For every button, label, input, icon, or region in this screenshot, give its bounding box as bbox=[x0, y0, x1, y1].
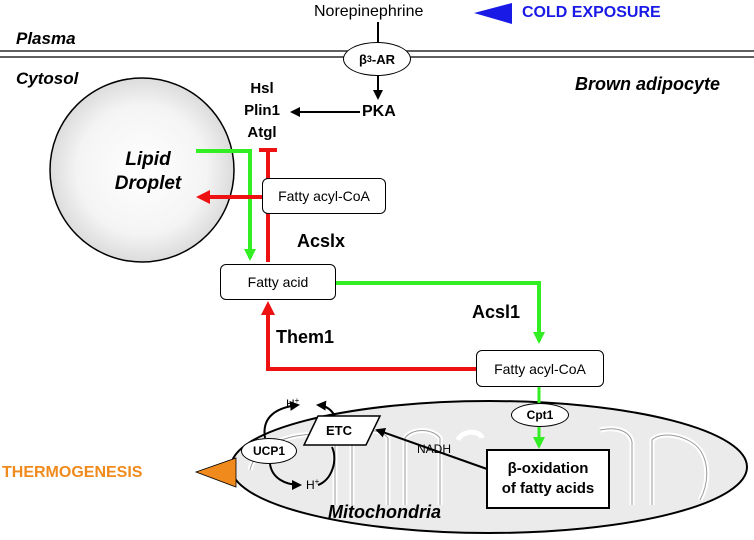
them1-label: Them1 bbox=[276, 327, 335, 347]
lipase-plin1: Plin1 bbox=[244, 102, 280, 119]
proton-top-charge: + bbox=[294, 396, 300, 405]
fatty-acid-box: Fatty acid bbox=[220, 264, 336, 300]
lipase-hsl: Hsl bbox=[250, 80, 274, 97]
beta-oxidation-line-1: β-oxidation bbox=[507, 460, 589, 477]
lipid-droplet-label: Lipid Droplet bbox=[108, 148, 188, 196]
pka-label: PKA bbox=[362, 103, 396, 120]
lipid-droplet-line-2: Droplet bbox=[114, 173, 182, 194]
etc-shape bbox=[302, 415, 382, 446]
acslx-label: Acslx bbox=[297, 231, 346, 251]
plasma-label: Plasma bbox=[16, 29, 76, 48]
ucp1-oval: UCP1 bbox=[241, 438, 297, 464]
proton-return-arrow bbox=[269, 463, 302, 490]
proton-bottom-symbol: H bbox=[306, 478, 315, 492]
beta-oxidation-line-2: of fatty acids bbox=[501, 480, 595, 497]
etc-label: ETC bbox=[326, 423, 352, 438]
thermogenesis-label: THERMOGENESIS bbox=[2, 464, 143, 481]
fatty-acyl-coa-right-box: Fatty acyl-CoA bbox=[476, 350, 604, 387]
acsl1-arrow bbox=[336, 281, 545, 344]
cytosol-label: Cytosol bbox=[16, 69, 79, 88]
proton-out-arrow bbox=[263, 400, 300, 439]
etc-to-h-arrow bbox=[317, 446, 336, 486]
beta-oxidation-box: β-oxidation of fatty acids bbox=[486, 449, 610, 509]
cold-exposure-triangle bbox=[474, 3, 512, 24]
nadh-arrow bbox=[375, 427, 488, 470]
receptor-base: β bbox=[358, 51, 367, 67]
mitochondria-label: Mitochondria bbox=[328, 502, 441, 522]
acsl1-label: Acsl1 bbox=[472, 302, 521, 322]
receptor-subscript: 3 bbox=[366, 54, 372, 64]
fatty-acyl-coa-top-box: Fatty acyl-CoA bbox=[262, 178, 386, 214]
proton-top-label: H+ bbox=[286, 396, 300, 411]
lipid-droplet-line-1: Lipid bbox=[125, 149, 171, 170]
receptor-tail: -AR bbox=[371, 51, 396, 67]
cold-exposure-label: COLD EXPOSURE bbox=[522, 4, 661, 21]
lipase-list: Hsl Plin1 Atgl bbox=[236, 78, 288, 144]
proton-bottom-label: H+ bbox=[306, 477, 320, 492]
norepinephrine-label: Norepinephrine bbox=[314, 3, 424, 20]
proton-bottom-charge: + bbox=[314, 477, 320, 486]
them1-arrow bbox=[261, 301, 476, 371]
cpt1-oval: Cpt1 bbox=[511, 403, 569, 427]
nadh-label: NADH bbox=[417, 442, 452, 456]
brown-adipocyte-label: Brown adipocyte bbox=[575, 74, 721, 94]
lipid-droplet-shape bbox=[49, 77, 235, 263]
lipase-atgl: Atgl bbox=[247, 124, 277, 141]
thermogenesis-triangle bbox=[194, 457, 237, 488]
lipolysis-arrow bbox=[196, 149, 256, 261]
proton-top-symbol: H bbox=[286, 397, 295, 411]
